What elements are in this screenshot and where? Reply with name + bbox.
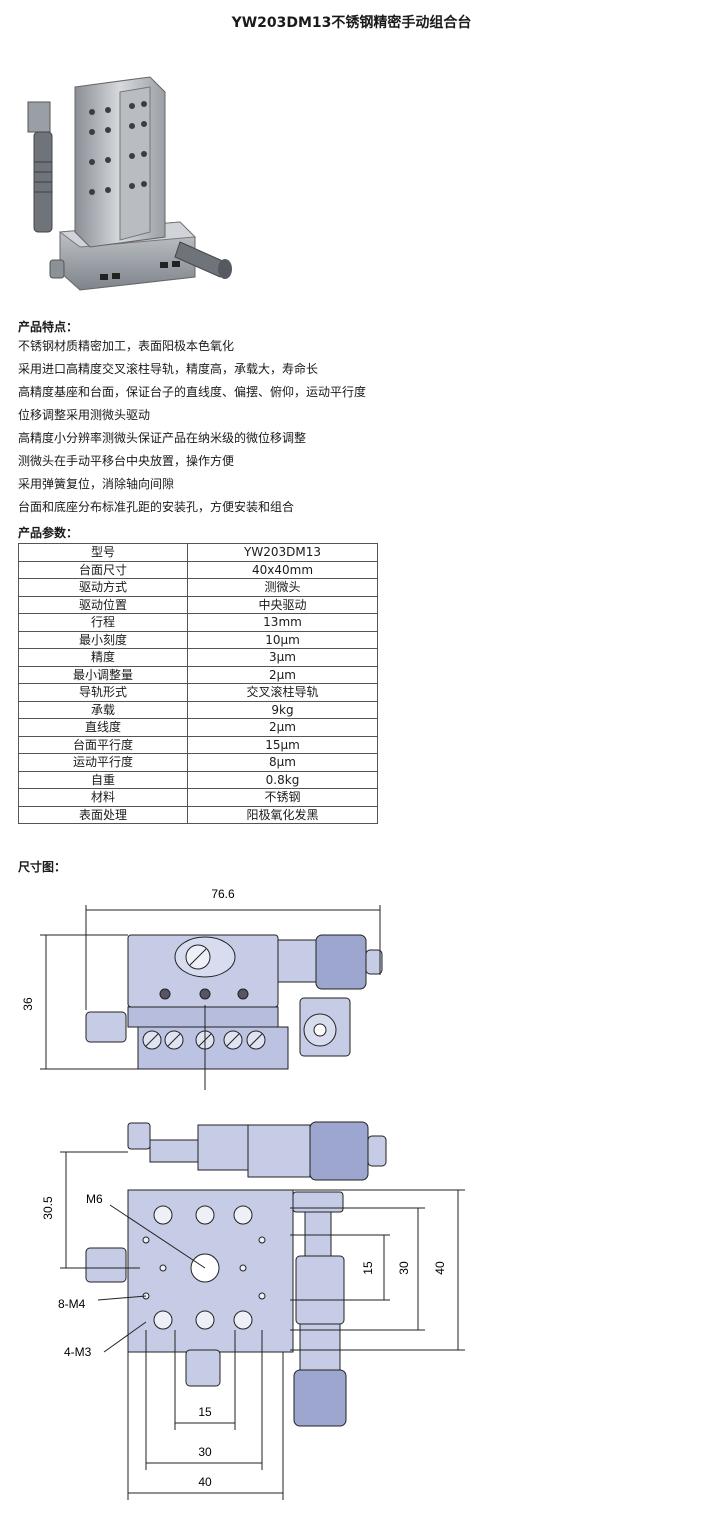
page-title: YW203DM13不锈钢精密手动组合台 xyxy=(231,15,472,31)
dim-label-4m3: 4-M3 xyxy=(64,1345,92,1359)
param-name: 行程 xyxy=(18,613,188,632)
product-photo xyxy=(27,76,232,291)
param-name: 驱动方式 xyxy=(18,578,188,597)
table-row: 驱动方式测微头 xyxy=(18,578,378,597)
param-name: 驱动位置 xyxy=(18,595,188,614)
param-name: 最小调整量 xyxy=(18,665,188,684)
param-value: 9kg xyxy=(187,700,378,719)
dim-label-m6: M6 xyxy=(86,1192,103,1206)
feature-item: 测微头在手动平移台中央放置，操作方便 xyxy=(18,454,235,468)
dim-label-bottom-30: 30 xyxy=(198,1445,212,1459)
feature-item: 台面和底座分布标准孔距的安装孔，方便安装和组合 xyxy=(18,500,295,514)
dimension-drawing: 76.6 36 xyxy=(21,887,465,1500)
param-name: 材料 xyxy=(18,788,188,807)
param-name: 运动平行度 xyxy=(18,753,188,772)
param-name: 精度 xyxy=(18,648,188,667)
param-value: 8μm xyxy=(187,753,378,772)
param-value: 测微头 xyxy=(187,578,378,597)
feature-item: 高精度基座和台面，保证台子的直线度、偏摆、俯仰，运动平行度 xyxy=(18,385,367,399)
param-value: 中央驱动 xyxy=(187,595,378,614)
table-row: 导轨形式交叉滚柱导轨 xyxy=(18,683,378,702)
dim-label-right-30: 30 xyxy=(397,1261,411,1275)
dim-label-bottom-40: 40 xyxy=(198,1475,212,1489)
param-name: 型号 xyxy=(18,543,188,562)
param-value: 不锈钢 xyxy=(187,788,378,807)
param-value: 交叉滚柱导轨 xyxy=(187,683,378,702)
feature-item: 高精度小分辨率测微头保证产品在纳米级的微位移调整 xyxy=(18,431,307,445)
drawing-heading: 尺寸图： xyxy=(18,860,67,874)
param-value: 2μm xyxy=(187,665,378,684)
dim-label-top-width: 76.6 xyxy=(211,887,235,901)
feature-item: 不锈钢材质精密加工，表面阳极本色氧化 xyxy=(18,339,235,353)
dim-label-right-40: 40 xyxy=(433,1261,447,1275)
table-row: 材料不锈钢 xyxy=(18,788,378,807)
param-value: 2μm xyxy=(187,718,378,737)
feature-item: 采用进口高精度交叉滚柱导轨，精度高，承载大，寿命长 xyxy=(18,362,319,376)
dim-label-top-height: 36 xyxy=(21,997,35,1011)
param-name: 自重 xyxy=(18,770,188,789)
dim-label-8m4: 8-M4 xyxy=(58,1297,86,1311)
param-name: 台面尺寸 xyxy=(18,560,188,579)
param-name: 承载 xyxy=(18,700,188,719)
feature-item: 位移调整采用测微头驱动 xyxy=(18,408,151,422)
param-value: 10μm xyxy=(187,630,378,649)
features-heading: 产品特点： xyxy=(18,320,79,334)
table-row: 驱动位置中央驱动 xyxy=(18,595,378,614)
param-value: 15μm xyxy=(187,735,378,754)
dim-label-right-15: 15 xyxy=(361,1261,375,1275)
param-value: 阳极氧化发黑 xyxy=(187,805,378,824)
param-name: 表面处理 xyxy=(18,805,188,824)
param-value: YW203DM13 xyxy=(187,543,378,562)
dim-label-bottom-15: 15 xyxy=(198,1405,212,1419)
param-name: 导轨形式 xyxy=(18,683,188,702)
param-name: 直线度 xyxy=(18,718,188,737)
params-heading: 产品参数： xyxy=(18,526,79,540)
param-value: 0.8kg xyxy=(187,770,378,789)
feature-item: 采用弹簧复位，消除轴向间隙 xyxy=(18,477,175,491)
param-name: 台面平行度 xyxy=(18,735,188,754)
table-row: 表面处理阳极氧化发黑 xyxy=(18,805,378,824)
param-value: 13mm xyxy=(187,613,378,632)
param-name: 最小刻度 xyxy=(18,630,188,649)
dim-label-left-height: 30.5 xyxy=(41,1196,55,1220)
param-value: 40x40mm xyxy=(187,560,378,579)
param-value: 3μm xyxy=(187,648,378,667)
